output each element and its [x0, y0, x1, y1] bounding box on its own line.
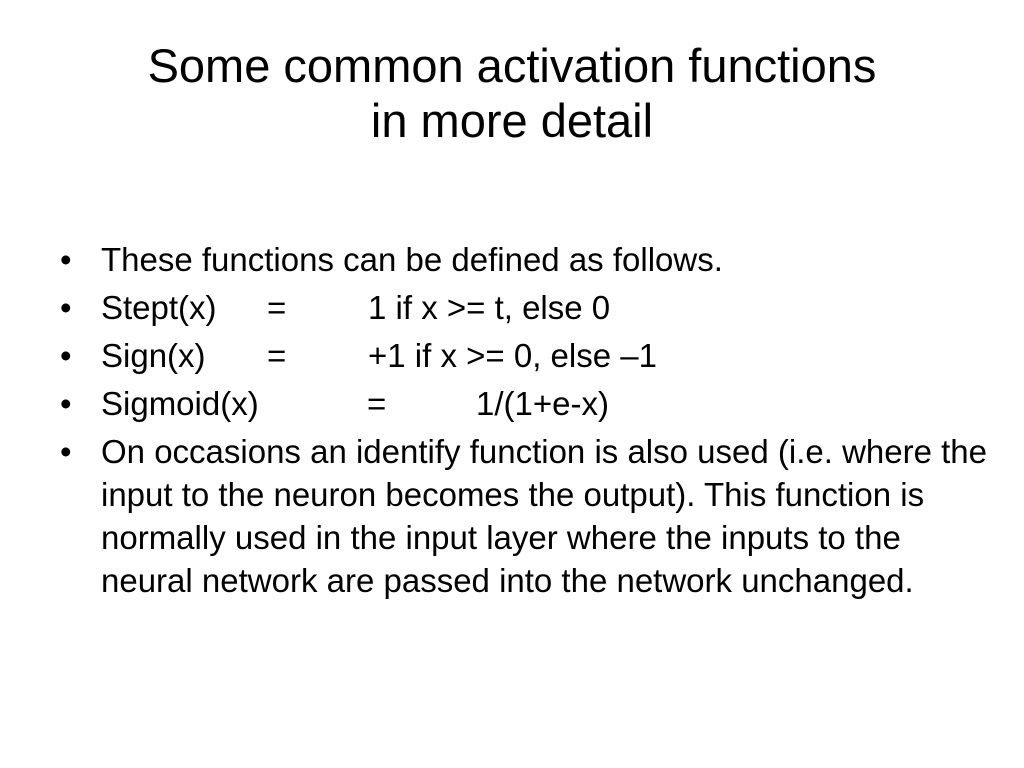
- slide-title: Some common activation functions in more…: [0, 38, 1024, 148]
- closing-text: On occasions an identify function is als…: [101, 433, 987, 599]
- definition-equals: =: [267, 337, 287, 374]
- definition-name: Stept(x): [101, 289, 217, 326]
- bullet-item-step-definition: • Stept(x) = 1 if x >= t, else 0: [60, 286, 1000, 329]
- definition-name: Sigmoid(x): [101, 385, 259, 422]
- bullet-marker: •: [60, 433, 72, 470]
- definition-value: +1 if x >= 0, else –1: [368, 337, 657, 374]
- slide-title-line-1: Some common activation functions: [147, 39, 877, 92]
- intro-text: These functions can be defined as follow…: [101, 241, 723, 278]
- slide-title-line-2: in more detail: [370, 94, 654, 147]
- definition-equals: =: [267, 289, 287, 326]
- bullet-item-intro: • These functions can be defined as foll…: [60, 238, 1000, 281]
- bullet-list: • These functions can be defined as foll…: [60, 238, 1000, 607]
- bullet-marker: •: [60, 337, 72, 374]
- definition-name: Sign(x): [101, 337, 206, 374]
- bullet-marker: •: [60, 241, 72, 278]
- bullet-marker: •: [60, 385, 72, 422]
- bullet-marker: •: [60, 289, 72, 326]
- definition-value: 1 if x >= t, else 0: [368, 289, 611, 326]
- bullet-item-sign-definition: • Sign(x) = +1 if x >= 0, else –1: [60, 334, 1000, 377]
- bullet-item-sigmoid-definition: • Sigmoid(x) = 1/(1+e-x): [60, 382, 1000, 425]
- definition-value: 1/(1+e-x): [476, 385, 609, 422]
- bullet-item-closing: • On occasions an identify function is a…: [60, 430, 1000, 602]
- definition-equals: =: [367, 385, 387, 422]
